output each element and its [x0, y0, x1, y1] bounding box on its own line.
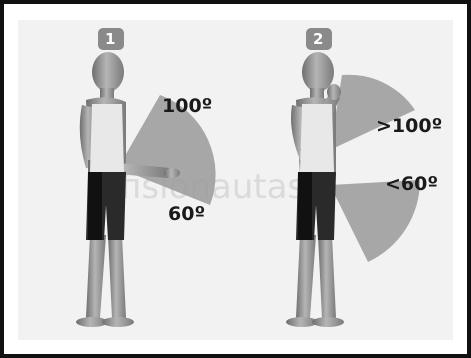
- badge-1: 1: [98, 28, 124, 50]
- panel-1-upper-angle: 100º: [162, 95, 212, 117]
- panel-2-upper-angle: >100º: [376, 115, 442, 137]
- angle-wedge-icon: [330, 75, 415, 150]
- badge-1-label: 1: [105, 30, 115, 48]
- badge-2-label: 2: [313, 30, 323, 48]
- panel-1: 1 100º 6: [76, 28, 216, 327]
- panel-2-lower-angle: <60º: [385, 173, 438, 195]
- panel-2: 2 >100º <60º: [286, 28, 442, 327]
- tank-top: [90, 104, 124, 172]
- tank-top: [300, 104, 334, 172]
- panel-1-lower-angle: 60º: [168, 203, 205, 225]
- badge-2: 2: [306, 28, 332, 50]
- shorts-stripe: [298, 172, 312, 240]
- shorts-stripe: [88, 172, 102, 240]
